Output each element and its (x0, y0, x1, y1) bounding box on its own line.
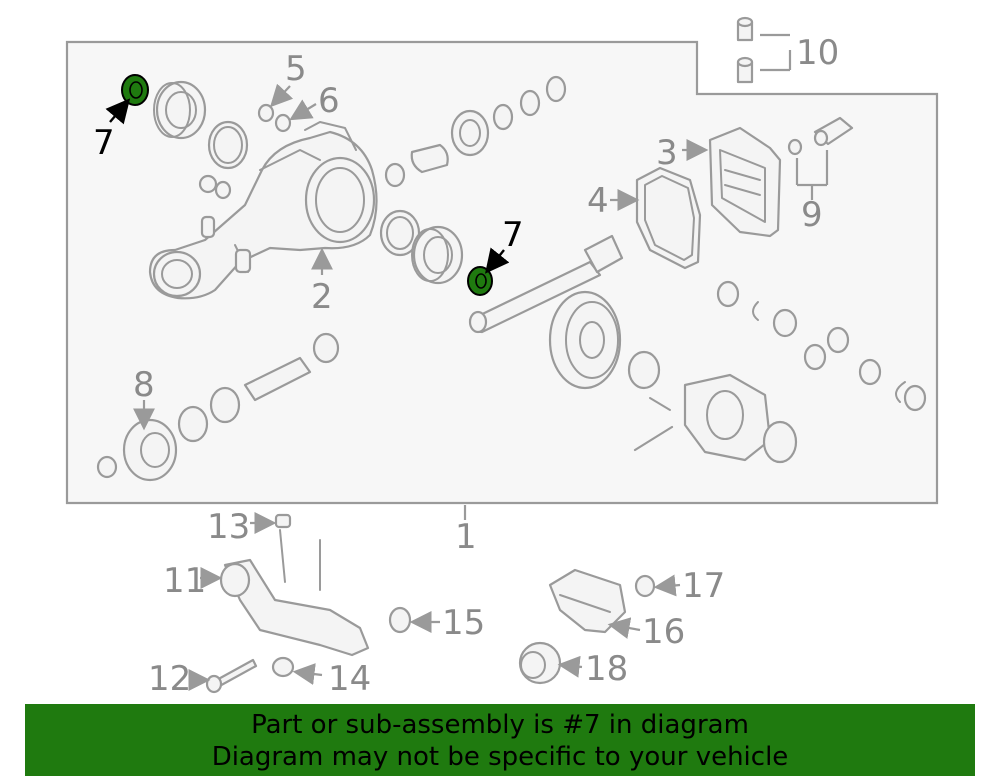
nut-17 (634, 574, 656, 598)
callout-9: 9 (801, 195, 823, 235)
callout-10: 10 (796, 33, 839, 73)
cover-gasket (635, 166, 702, 270)
callout-14: 14 (328, 659, 371, 699)
oil-seal-7-top (121, 74, 149, 106)
rear-mount-bracket (219, 513, 370, 657)
callout-4: 4 (587, 181, 609, 221)
callout-1: 1 (455, 517, 477, 557)
callout-2: 2 (311, 277, 333, 317)
callout-7-top: 7 (93, 123, 115, 163)
bushing-18 (518, 641, 562, 685)
callout-18: 18 (585, 649, 628, 689)
callout-8: 8 (133, 365, 155, 405)
bracket-16 (548, 568, 627, 634)
callout-7-middle: 7 (502, 215, 524, 255)
differential-carrier-housing (148, 121, 378, 300)
pinion-bearings (379, 75, 567, 257)
callout-15: 15 (442, 603, 485, 643)
oil-seal-7-middle (467, 266, 493, 296)
ring-gear (548, 290, 661, 390)
callout-17: 17 (682, 566, 725, 606)
callout-11: 11 (163, 561, 206, 601)
part-notice-banner: Part or sub-assembly is #7 in diagram Di… (25, 704, 975, 776)
pinion-bearing-cone (411, 225, 464, 285)
drive-pinion-shaft (468, 234, 624, 334)
nut-14 (271, 656, 295, 678)
callout-3: 3 (656, 133, 678, 173)
nut-15 (388, 606, 412, 634)
callout-16: 16 (642, 612, 685, 652)
banner-line-disclaimer: Diagram may not be specific to your vehi… (211, 742, 789, 772)
differential-case (633, 373, 798, 464)
bushing-10 (736, 16, 754, 84)
side-gear-top (153, 80, 249, 170)
rear-cover (708, 126, 782, 238)
callout-12: 12 (148, 659, 191, 699)
axle-flange-assembly (96, 332, 340, 482)
side-gears-right (716, 280, 927, 412)
leader-lines (105, 33, 829, 691)
sensor-9 (787, 116, 854, 156)
banner-line-part: Part or sub-assembly is #7 in diagram (251, 710, 749, 740)
callout-5: 5 (285, 49, 307, 89)
callout-6: 6 (318, 81, 340, 121)
bolt-12 (205, 658, 258, 694)
bolt-washer-5-6 (257, 103, 292, 133)
callout-13: 13 (207, 507, 250, 547)
